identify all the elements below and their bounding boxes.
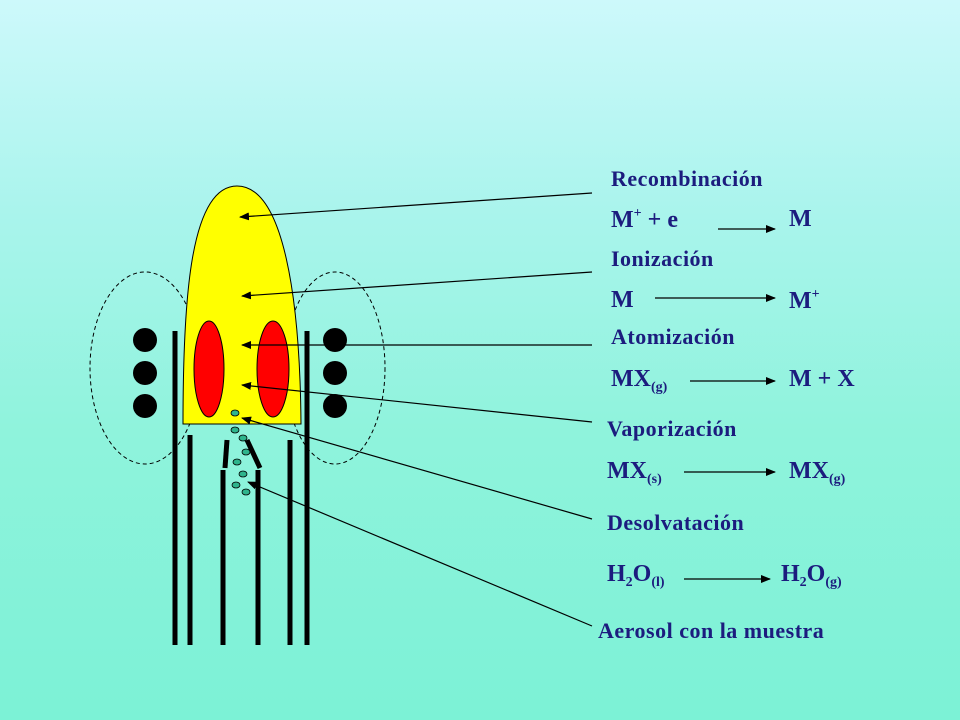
- arrow-desolvatacion: [241, 416, 593, 520]
- recombinacion-lhs-sup: +: [633, 206, 642, 221]
- leader-arrows: [239, 192, 593, 627]
- desolvatacion-product: H2O(g): [781, 562, 842, 590]
- desolvatacion-lhs-sub1: 2: [625, 575, 633, 590]
- coil-turns: [133, 328, 347, 418]
- arrow-aerosol: [247, 481, 593, 627]
- atomizacion-lhs-main: MX: [611, 366, 651, 392]
- ionizacion-title: Ionización: [611, 246, 714, 271]
- ionizacion-reactant: M: [611, 287, 634, 313]
- recombinacion-reactants: M+ + e: [611, 206, 678, 233]
- recombinacion-lhs-main: M: [611, 207, 634, 233]
- vaporizacion-reactant: MX(s): [607, 459, 662, 487]
- vaporizacion-lhs-sub: (s): [646, 472, 662, 487]
- vaporizacion-product: MX(g): [789, 459, 845, 487]
- desolvatacion-lhs-a: H: [607, 561, 626, 587]
- aerosol-droplets: [230, 409, 251, 496]
- desolvatacion-lhs-b: O: [632, 561, 652, 587]
- desolvatacion-rhs-a: H: [781, 561, 800, 587]
- arrow-recombinacion: [239, 192, 593, 221]
- torch-tubes: [172, 331, 310, 645]
- desolvatacion-title: Desolvatación: [607, 510, 745, 535]
- desolvatacion-rhs-sub2: (g): [825, 575, 842, 590]
- atomizacion-title: Atomización: [611, 324, 736, 349]
- vaporizacion-rhs-sub: (g): [828, 472, 846, 487]
- vaporizacion-title: Vaporización: [607, 416, 737, 441]
- arrow-vaporizacion: [241, 381, 593, 423]
- atomizacion-reactant: MX(g): [611, 367, 667, 395]
- hot-zone-right: [256, 320, 290, 418]
- ionizacion-rhs-main: M: [789, 288, 812, 314]
- aerosol-title: Aerosol con la muestra: [598, 618, 825, 643]
- atomizacion-product: M + X: [789, 366, 855, 392]
- arrow-ionizacion: [241, 271, 593, 300]
- reaction-arrows: [655, 225, 776, 583]
- desolvatacion-lhs-sub2: (l): [651, 575, 665, 590]
- ionizacion-rhs-sup: +: [811, 287, 820, 302]
- desolvatacion-rhs-b: O: [806, 561, 826, 587]
- vaporizacion-rhs-main: MX: [789, 458, 829, 484]
- recombinacion-product: M: [789, 206, 812, 232]
- atomizacion-lhs-sub: (g): [650, 380, 668, 395]
- hot-zone-left: [193, 320, 225, 418]
- recombinacion-lhs-rest: + e: [641, 207, 678, 233]
- recombinacion-title: Recombinación: [611, 166, 763, 191]
- ionizacion-product: M+: [789, 287, 820, 314]
- desolvatacion-rhs-sub1: 2: [799, 575, 807, 590]
- desolvatacion-reactant: H2O(l): [607, 562, 665, 590]
- vaporizacion-lhs-main: MX: [607, 458, 647, 484]
